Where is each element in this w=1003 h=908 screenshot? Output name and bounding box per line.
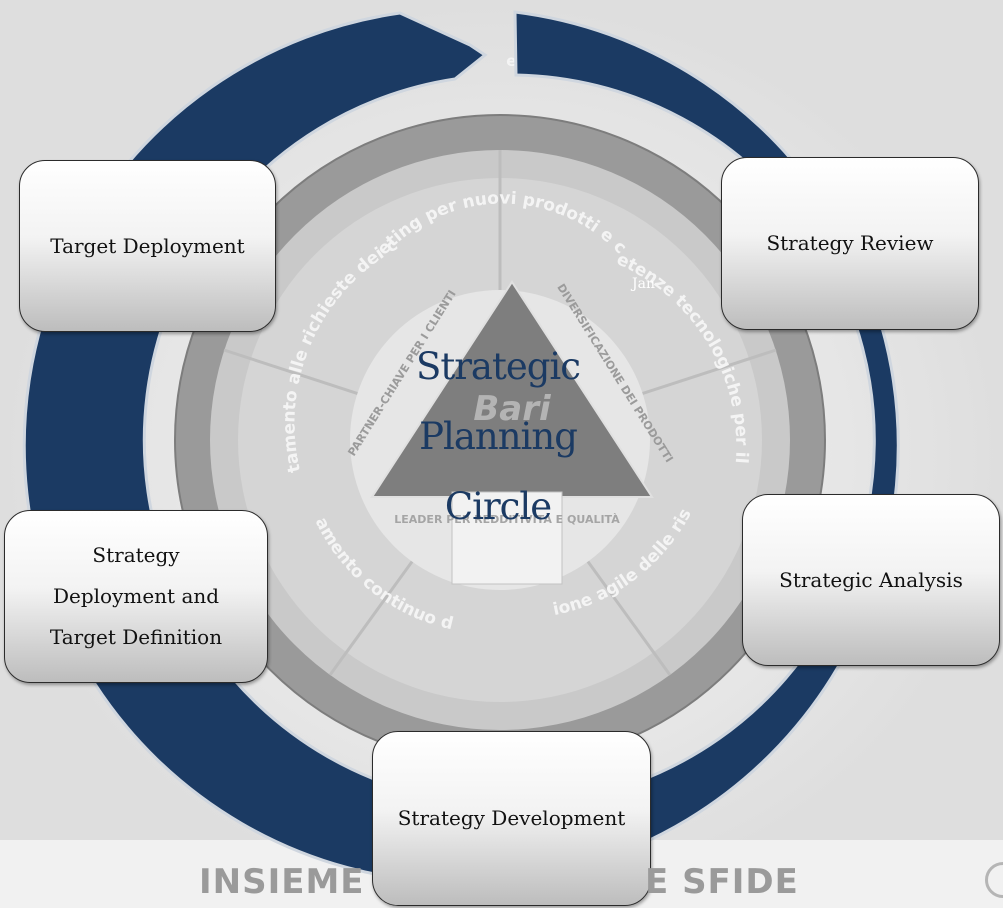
- card-text: LEADER PER REDDITIVITÀ E QUALITÀ: [394, 513, 620, 526]
- step-strategic-analysis: Strategic Analysis: [742, 494, 1000, 666]
- step-strategy-review: Strategy Review: [721, 157, 979, 330]
- step-label: Strategic Analysis: [779, 567, 963, 592]
- triangle-logo: Bari: [473, 389, 552, 429]
- stray-label: Jan: [632, 276, 655, 292]
- title-line: Planning: [419, 415, 578, 458]
- banner-right: E SFIDE: [645, 862, 799, 902]
- title-line: Circle: [444, 485, 552, 528]
- title-line: Strategic: [416, 345, 581, 388]
- step-strategy-development: Strategy Development: [372, 731, 651, 906]
- step-label: Target Deployment: [50, 233, 245, 258]
- step-strategy-deployment: Strategy Deployment and Target Definitio…: [4, 510, 268, 683]
- step-label: Strategy Development: [397, 806, 626, 830]
- diagram-title: Strategic Planning Circle: [380, 332, 616, 542]
- banner-left: INSIEME: [199, 862, 365, 902]
- step-label: Strategy Review: [766, 231, 934, 255]
- step-target-deployment: Target Deployment: [19, 160, 276, 332]
- step-label: Strategy Deployment and Target Definitio…: [49, 543, 223, 649]
